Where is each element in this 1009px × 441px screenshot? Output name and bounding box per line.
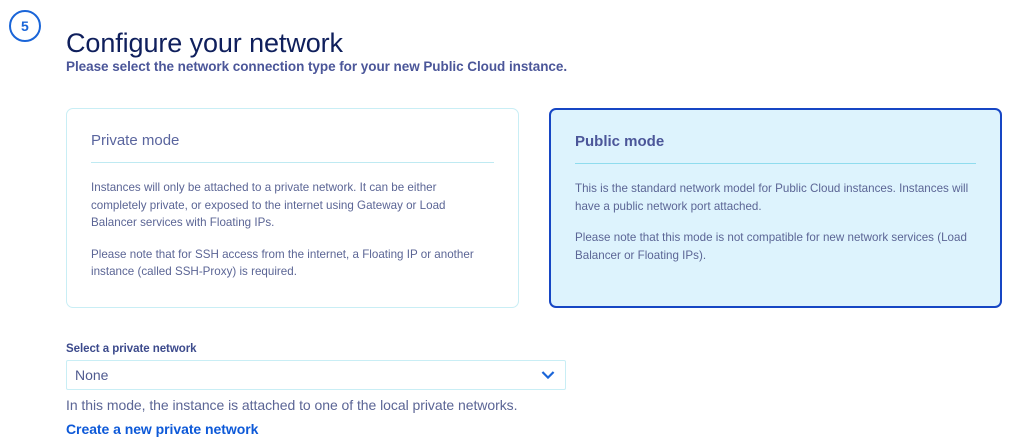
private-network-select[interactable]: None [66, 360, 566, 390]
card-title-private: Private mode [91, 132, 180, 149]
create-private-network-link[interactable]: Create a new private network [66, 421, 259, 437]
card-title-public: Public mode [575, 133, 665, 150]
card-paragraph: Please note that for SSH access from the… [91, 247, 474, 279]
network-mode-card-list: Private mode Instances will only be atta… [66, 108, 1002, 308]
card-divider [575, 163, 976, 164]
network-mode-card-public[interactable]: Public mode This is the standard network… [549, 108, 1002, 308]
card-paragraph: This is the standard network model for P… [575, 182, 969, 213]
network-mode-card-private[interactable]: Private mode Instances will only be atta… [66, 108, 519, 308]
private-network-selected-value: None [75, 367, 109, 383]
card-divider [91, 162, 494, 163]
card-paragraph: Please note that this mode is not compat… [575, 231, 967, 262]
private-network-help-text: In this mode, the instance is attached t… [66, 397, 518, 413]
private-network-select-wrapper[interactable]: None [66, 360, 566, 390]
step-number-label: 5 [21, 18, 29, 34]
step-number-badge: 5 [9, 10, 41, 42]
page-subtitle: Please select the network connection typ… [66, 59, 568, 74]
private-network-label: Select a private network [66, 343, 197, 355]
private-network-field-group: Select a private network None In this mo… [66, 343, 566, 439]
page-title: Configure your network [66, 28, 343, 59]
card-paragraph: Instances will only be attached to a pri… [91, 181, 446, 229]
